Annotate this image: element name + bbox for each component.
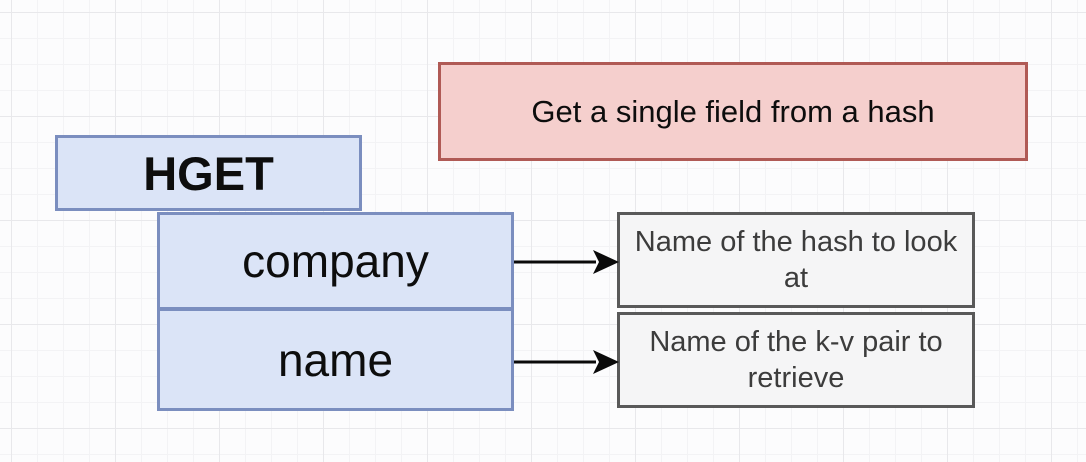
arrowhead-icon [593,250,619,274]
node-arg-name: name [157,308,514,411]
arg-name-label: name [277,333,394,386]
desc-hash-label: Name of the hash to look at [634,225,958,294]
node-desc-hash: Name of the hash to look at [617,212,975,308]
arg-company-label: company [242,235,429,287]
note-description-label: Get a single field from a hash [531,93,935,129]
desc-field-label: Name of the k-v pair to retrieve [649,325,943,394]
arrow-company-to-hash-desc [514,250,619,274]
arrowhead-icon [593,350,619,374]
node-arg-company: company [157,212,514,310]
hget-command-label: HGET [143,146,274,200]
node-desc-field: Name of the k-v pair to retrieve [617,312,975,408]
node-hget-command: HGET [55,135,362,211]
arrow-name-to-field-desc [514,350,619,374]
node-note-description: Get a single field from a hash [438,62,1028,161]
